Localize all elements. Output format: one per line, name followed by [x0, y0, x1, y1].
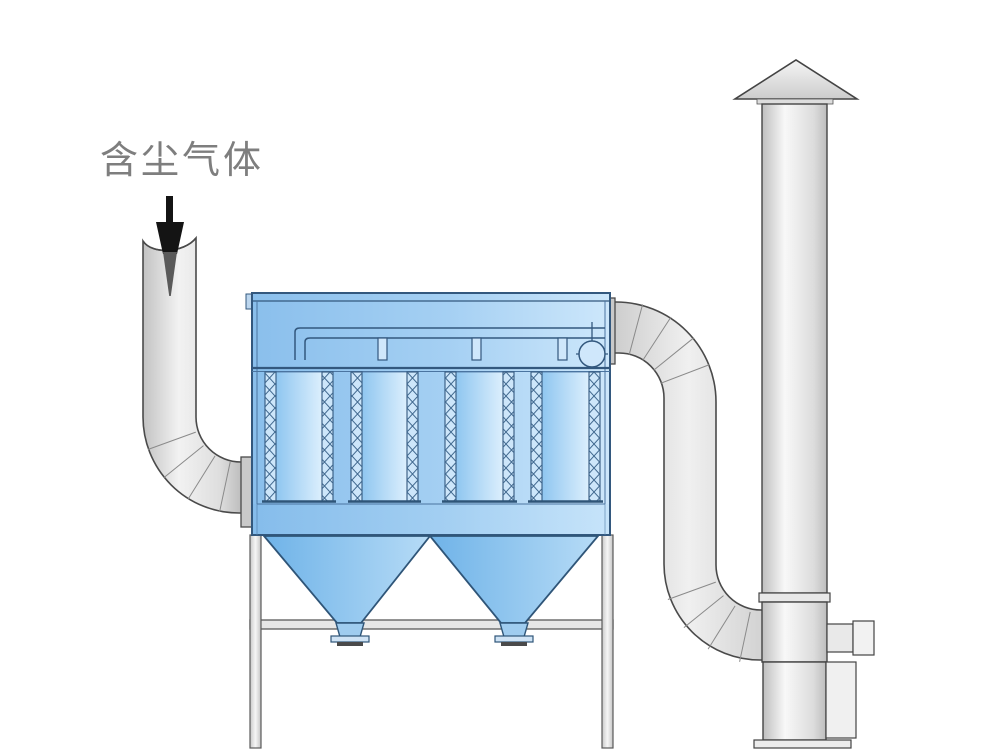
stack-lower-section	[761, 601, 828, 663]
flow-arrow-stem	[166, 196, 173, 224]
hopper-outlet-flange	[330, 635, 370, 643]
blowpipe-nozzle	[557, 337, 568, 361]
frame-cross-beam	[249, 619, 614, 630]
inlet-duct-body	[142, 235, 246, 514]
hopper-outlet	[330, 622, 370, 646]
dust-hoppers	[262, 535, 600, 646]
hopper-cone	[262, 535, 432, 624]
dust-gas-label: 含尘气体	[100, 140, 264, 182]
filter-housing	[245, 292, 611, 536]
frame-right-leg	[601, 534, 614, 749]
outlet-duct	[605, 297, 764, 662]
fan-motor-mount	[826, 623, 854, 653]
hopper-outlet-flange	[494, 635, 534, 643]
stack-base-plate	[753, 739, 852, 749]
blowpipe-nozzle	[377, 337, 388, 361]
pulse-blowpipe	[294, 327, 605, 361]
outlet-upper-elbow-segments	[628, 304, 710, 384]
frame-left-leg	[249, 534, 262, 749]
hopper-outlet	[494, 622, 534, 646]
inlet-duct	[142, 235, 253, 528]
filter-bag-units	[262, 371, 603, 503]
flow-arrow-head	[156, 222, 184, 254]
exhaust-stack	[732, 59, 875, 749]
stack-joint-flange	[758, 592, 831, 603]
filter-bag-unit	[442, 371, 517, 503]
filter-bag-unit	[528, 371, 603, 503]
hopper-cone	[428, 535, 600, 624]
stack-rain-cap-icon	[732, 59, 860, 100]
hopper-outlet-plate	[501, 642, 527, 646]
filter-bag-unit	[348, 371, 421, 503]
blowpipe-nozzle	[471, 337, 482, 361]
pulse-valve-circle-icon	[578, 340, 606, 368]
inlet-elbow-segments	[147, 431, 231, 512]
inlet-flow: 含尘气体	[100, 140, 264, 296]
outlet-lower-elbow-segments	[667, 581, 751, 662]
fan-motor-box	[852, 620, 875, 656]
filter-bag-unit	[262, 371, 336, 503]
hopper-outlet-plate	[337, 642, 363, 646]
stack-column	[761, 103, 828, 594]
housing-bottom-band	[253, 504, 609, 534]
inlet-flange	[240, 456, 253, 528]
stack-cap-collar	[756, 98, 834, 105]
fan-housing-side	[825, 661, 857, 739]
outlet-duct-body	[613, 301, 764, 661]
flow-arrow-tail-icon	[163, 252, 177, 296]
fan-housing	[762, 661, 827, 741]
